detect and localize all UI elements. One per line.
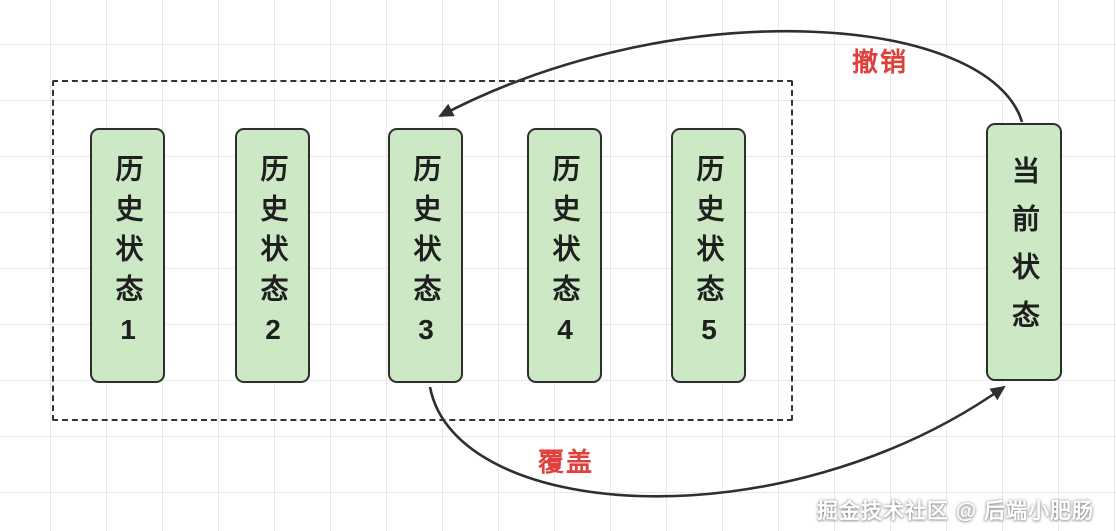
history-state-5-label: 历史状态5 bbox=[693, 154, 725, 357]
history-state-4-label: 历史状态4 bbox=[549, 154, 581, 357]
history-state-5-box: 历史状态5 bbox=[671, 128, 746, 383]
history-state-2-label: 历史状态2 bbox=[257, 154, 289, 357]
history-state-1-label: 历史状态1 bbox=[112, 154, 144, 357]
current-state-label: 当前状态 bbox=[1009, 156, 1040, 348]
history-state-3-box: 历史状态3 bbox=[388, 128, 463, 383]
history-state-3-label: 历史状态3 bbox=[410, 154, 442, 357]
undo-arrow-label: 撤销 bbox=[852, 47, 909, 77]
overwrite-arrow-label: 覆盖 bbox=[538, 447, 595, 477]
current-state-box: 当前状态 bbox=[986, 123, 1062, 381]
history-group-box bbox=[52, 80, 793, 421]
history-state-4-box: 历史状态4 bbox=[527, 128, 602, 383]
history-state-2-box: 历史状态2 bbox=[235, 128, 310, 383]
history-state-1-box: 历史状态1 bbox=[90, 128, 165, 383]
watermark: 掘金技术社区 @ 后端小肥肠 bbox=[816, 500, 1094, 523]
